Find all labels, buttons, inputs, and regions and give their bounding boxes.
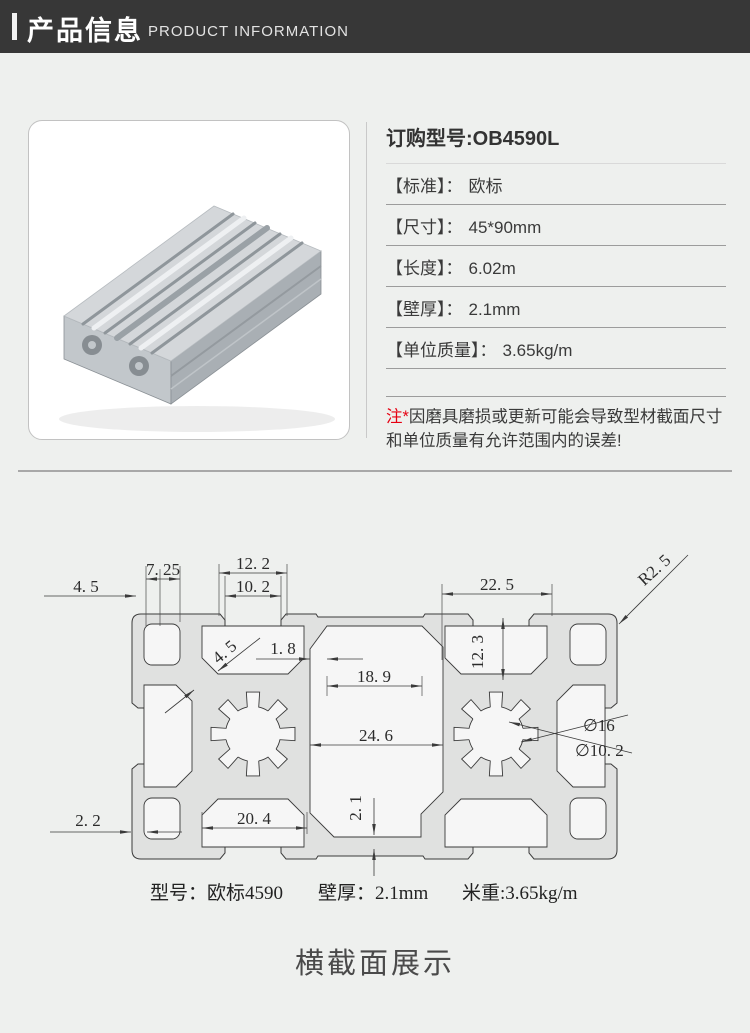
header-accent-tick <box>12 13 17 40</box>
corner-hole-top-right <box>569 623 607 666</box>
gear-bore-left <box>211 692 295 776</box>
corner-hole-top-left <box>143 623 181 666</box>
section-title: 横截面展示 <box>294 948 455 980</box>
caption-model: 型号：欧标4590 <box>150 883 284 904</box>
spec-row-wall: 【壁厚】： 2.1mm <box>386 287 726 328</box>
tolerance-note: 注*因磨具磨损或更新可能会导致型材截面尺寸和单位质量有允许范围内的误差! <box>386 396 726 454</box>
spec-value: 欧标 <box>468 177 503 196</box>
caption-wall: 壁厚：2.1mm <box>318 883 429 904</box>
caption-weight: 米重:3.65kg/m <box>462 883 578 904</box>
note-text: 因磨具磨损或更新可能会导致型材截面尺寸和单位质量有允许范围内的误差! <box>386 408 723 450</box>
spec-row-unit-mass: 【单位质量】： 3.65kg/m <box>386 328 726 369</box>
profile-cavities <box>143 623 607 848</box>
dim-label-7-25: 7. 25 <box>146 560 180 579</box>
spec-value: 6.02m <box>468 259 516 278</box>
cross-section-drawing: 4. 5 7. 25 12. 2 10. 2 22. 5 R2. 5 4. 5 … <box>44 551 689 876</box>
dim-label-2-2: 2. 2 <box>75 811 101 830</box>
spec-label: 【长度】： <box>386 259 463 278</box>
note-prefix: 注* <box>386 408 409 426</box>
top-slot-grooves <box>81 212 304 355</box>
t-slot-cavity-right <box>556 684 606 788</box>
dim-label-dia-10-2: ∅10. 2 <box>575 741 624 760</box>
header-bar: 产品信息 PRODUCT INFORMATION <box>0 0 750 53</box>
dim-label-20-4: 20. 4 <box>237 809 272 828</box>
dim-label-12-2: 12. 2 <box>236 554 270 573</box>
t-slot-cavity-top-right <box>444 625 548 675</box>
spec-row-length: 【长度】： 6.02m <box>386 246 726 287</box>
photo-shadow <box>59 406 335 432</box>
section-divider <box>18 470 732 472</box>
t-slot-cavity-top-left <box>201 625 305 675</box>
spec-label: 【标准】： <box>386 177 463 196</box>
page-subtitle: PRODUCT INFORMATION <box>148 23 349 40</box>
dim-label-12-3: 12. 3 <box>468 635 487 669</box>
t-slot-cavity-bottom-right <box>444 798 548 848</box>
gear-bore-right <box>454 692 538 776</box>
dim-label-2-1: 2. 1 <box>346 795 365 821</box>
corner-hole-bottom-right <box>569 797 607 840</box>
spec-row-size: 【尺寸】： 45*90mm <box>386 205 726 246</box>
spec-value: 2.1mm <box>468 300 521 319</box>
t-slot-cavity-left <box>143 684 193 788</box>
spec-value: 45*90mm <box>468 218 542 237</box>
dim-label-22-5: 22. 5 <box>480 575 514 594</box>
vertical-divider <box>366 122 367 438</box>
dim-label-10-2: 10. 2 <box>236 577 270 596</box>
dim-label-R2-5: R2. 5 <box>634 551 674 590</box>
spec-panel: 订购型号:OB4590L 【标准】： 欧标 【尺寸】： 45*90mm 【长度】： 6… <box>386 120 726 454</box>
spec-label: 【壁厚】： <box>386 300 463 319</box>
dim-label-1-8: 1. 8 <box>270 639 296 658</box>
dim-label-dia-16: ∅16 <box>583 716 615 735</box>
dim-label-18-9: 18. 9 <box>357 667 391 686</box>
front-highlight <box>170 278 322 390</box>
central-cavity <box>309 625 444 838</box>
front-groove <box>170 265 322 377</box>
product-photo-box[interactable] <box>28 120 350 440</box>
spec-label: 【单位质量】： <box>386 341 497 360</box>
page-title: 产品信息 <box>27 16 143 46</box>
corner-hole-bottom-left <box>143 797 181 840</box>
spec-value: 3.65kg/m <box>502 341 573 360</box>
dimension-lines <box>44 554 689 876</box>
spec-label: 【尺寸】： <box>386 218 463 237</box>
dim-label-24-6: 24. 6 <box>359 726 393 745</box>
end-face-gear-bores <box>82 335 149 376</box>
spec-row-standard: 【标准】： 欧标 <box>386 164 726 205</box>
dim-label-4-5: 4. 5 <box>73 577 99 596</box>
aluminum-profile-photo <box>59 205 335 432</box>
order-model-title: 订购型号:OB4590L <box>386 120 726 164</box>
